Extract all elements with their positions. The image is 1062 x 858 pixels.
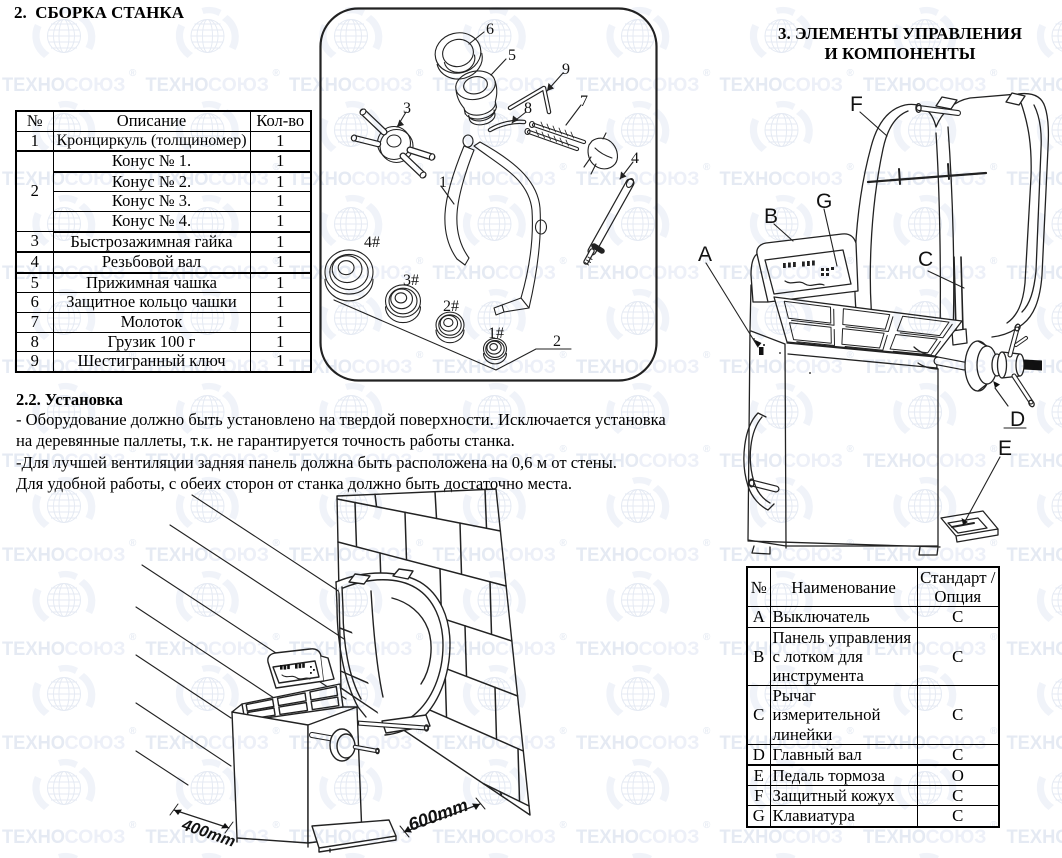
svg-text:A: A bbox=[698, 243, 712, 266]
svg-text:G: G bbox=[816, 190, 832, 213]
svg-text:B: B bbox=[764, 205, 778, 228]
svg-text:F: F bbox=[850, 93, 863, 116]
svg-text:3#: 3# bbox=[403, 272, 419, 289]
svg-text:D: D bbox=[1010, 408, 1025, 431]
svg-text:4: 4 bbox=[631, 150, 639, 167]
svg-text:6: 6 bbox=[486, 21, 494, 38]
svg-text:2#: 2# bbox=[443, 298, 459, 315]
svg-text:5: 5 bbox=[508, 47, 516, 64]
svg-text:1: 1 bbox=[439, 174, 447, 191]
svg-text:7: 7 bbox=[580, 93, 588, 110]
svg-text:600mm: 600mm bbox=[406, 795, 471, 835]
svg-text:1#: 1# bbox=[488, 325, 504, 342]
svg-text:E: E bbox=[998, 437, 1012, 460]
svg-text:4#: 4# bbox=[364, 234, 380, 251]
svg-text:3: 3 bbox=[403, 100, 411, 117]
svg-text:8: 8 bbox=[524, 100, 532, 117]
svg-text:9: 9 bbox=[562, 61, 570, 78]
svg-text:C: C bbox=[918, 248, 933, 271]
svg-text:2: 2 bbox=[553, 333, 561, 350]
